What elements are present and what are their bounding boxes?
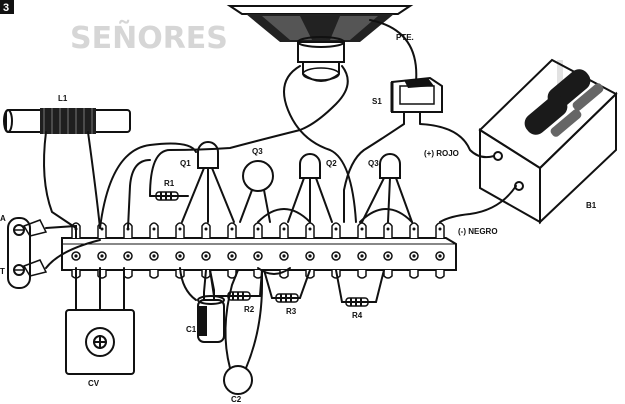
r3-label: R3 — [286, 307, 297, 316]
transistor-q1: Q1 — [180, 141, 235, 223]
lug-hole — [152, 227, 156, 231]
battery-holder-b1: B1 — [478, 58, 618, 225]
resistor-r2: R2 — [209, 269, 263, 314]
rivet-center — [152, 254, 156, 258]
rivet-center — [308, 254, 312, 258]
r1-label: R1 — [164, 179, 175, 188]
resistor-r1: R1 — [149, 179, 189, 201]
switch-label: S1 — [372, 97, 382, 106]
rivet-center — [204, 254, 208, 258]
coil-label: L1 — [58, 94, 68, 103]
terminal-lug-bottom — [409, 270, 419, 279]
q1-label: Q1 — [180, 159, 191, 168]
q3a-label: Q3 — [252, 147, 263, 156]
terminal-lugs-bottom — [71, 270, 445, 279]
rivet-center — [230, 254, 234, 258]
terminal-rivets — [71, 251, 445, 261]
terminal-lug-bottom — [383, 270, 393, 279]
rivet-center — [360, 254, 364, 258]
lug-hole — [438, 227, 442, 231]
rivet-center — [282, 254, 286, 258]
page-number: 3 — [3, 2, 9, 14]
rivet-center — [438, 254, 442, 258]
rivet-center — [412, 254, 416, 258]
rivet-center — [178, 254, 182, 258]
r2-label: R2 — [244, 305, 255, 314]
lug-hole — [412, 227, 416, 231]
terminal-lug-bottom — [123, 270, 133, 279]
lug-hole — [360, 227, 364, 231]
lug-hole — [178, 227, 182, 231]
lug-hole — [386, 227, 390, 231]
terminal-lugs-top — [71, 222, 445, 238]
lug-hole — [282, 227, 286, 231]
c1-label: C1 — [186, 325, 197, 334]
page-number-badge: 3 — [0, 0, 14, 14]
positive-lead-label: (+) ROJO — [424, 149, 459, 158]
ground-label: T — [0, 267, 5, 276]
lug-hole — [256, 227, 260, 231]
resistor-r3: R3 — [263, 269, 311, 316]
rivet-center — [256, 254, 260, 258]
q2-label: Q2 — [326, 159, 337, 168]
rivet-center — [386, 254, 390, 258]
c2-label: C2 — [231, 395, 242, 404]
negative-lead-label: (-) NEGRO — [458, 227, 498, 236]
terminal-lug-bottom — [357, 270, 367, 279]
capacitor-c2: C2 — [223, 269, 263, 404]
antenna-ground-terminal: A T — [0, 214, 48, 289]
lug-hole — [308, 227, 312, 231]
speaker: PTE. — [226, 5, 414, 82]
rivet-center — [100, 254, 104, 258]
lug-hole — [100, 227, 104, 231]
rivet-center — [74, 254, 78, 258]
lug-hole — [334, 227, 338, 231]
transistor-q2: Q2 — [287, 153, 337, 223]
transistor-q3-disc: Q3 — [239, 147, 274, 223]
rivet-center — [126, 254, 130, 258]
resistor-r4: R4 — [335, 269, 385, 320]
lug-hole — [230, 227, 234, 231]
r4-label: R4 — [352, 311, 363, 320]
terminal-lug-bottom — [435, 270, 445, 279]
wiring — [43, 19, 517, 301]
switch-s1: S1 — [372, 76, 443, 124]
antenna-label: A — [0, 214, 6, 223]
cv-label: CV — [88, 379, 100, 388]
coil-l1: L1 — [3, 94, 131, 134]
terminal-lug-bottom — [149, 270, 159, 279]
rivet-center — [334, 254, 338, 258]
capacitor-c1: C1 — [186, 269, 225, 343]
background-heading: SEÑORES — [70, 19, 228, 56]
lug-hole — [204, 227, 208, 231]
q3b-label: Q3 — [368, 159, 379, 168]
battery-label: B1 — [586, 201, 597, 210]
variable-capacitor-cv: CV — [65, 267, 135, 388]
transistor-q3: Q3 — [361, 153, 413, 223]
